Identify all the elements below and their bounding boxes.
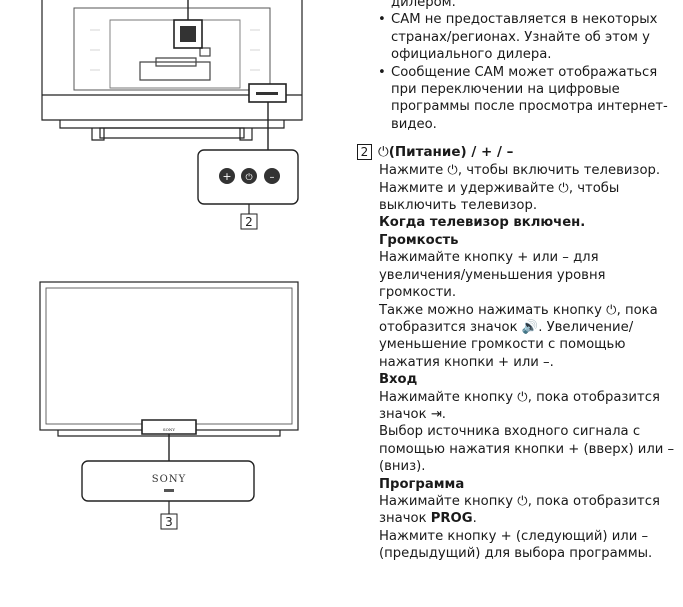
- cam-bullet-2-line: видео.: [391, 116, 437, 132]
- input-line: помощью нажатия кнопки + (вверх) или –: [379, 441, 675, 457]
- input-line: значок ⇥.: [379, 406, 446, 422]
- program-line: Нажимайте кнопку ⏻, пока отобразится: [379, 493, 660, 509]
- prog-label: PROG: [430, 511, 473, 527]
- volume-heading: Громкость: [379, 232, 459, 248]
- cam-bullet-1-line: официального дилера.: [391, 47, 552, 63]
- power-instruction-line: выключить телевизор.: [379, 198, 538, 214]
- volume-line: отобразится значок 🔊. Увеличение/: [379, 319, 634, 335]
- program-line: значок PROG.: [379, 510, 677, 527]
- power-button-icon: [241, 168, 257, 184]
- volume-line: нажатия кнопки + или –.: [379, 354, 554, 370]
- minus-button-icon: [264, 168, 280, 184]
- program-heading: Программа: [379, 476, 465, 492]
- bullet-dot: •: [378, 64, 386, 80]
- button-panel-callout: + ⏻ – 2: [197, 149, 299, 230]
- plus-button-icon: [219, 168, 235, 184]
- input-line: Выбор источника входного сигнала с: [379, 424, 641, 440]
- cam-bullet-2-line: Сообщение CAM может отображаться: [391, 64, 658, 80]
- section-heading: 2 ⏻ (Питание) / + / –: [357, 142, 677, 162]
- power-instruction-line: Нажмите и удерживайте ⏻, чтобы: [379, 180, 620, 196]
- section-body: Нажмите ⏻, чтобы включить телевизор. Наж…: [357, 162, 677, 562]
- when-on-heading: Когда телевизор включен.: [379, 215, 586, 231]
- cam-bullet-1: • CAM не предоставляется в некоторых стр…: [357, 11, 677, 63]
- volume-line: уменьшение громкости с помощью: [379, 337, 626, 353]
- cam-bullet-2-line: при переключении на цифровые: [391, 82, 620, 98]
- svg-text:–: –: [270, 172, 275, 183]
- program-line-part: значок: [379, 511, 431, 527]
- cam-bullet-2: • Сообщение CAM может отображаться при п…: [357, 64, 677, 134]
- section-title: (Питание) / + / –: [388, 143, 514, 160]
- power-instruction-line: Нажмите ⏻, чтобы включить телевизор.: [379, 163, 661, 179]
- program-line: Нажмите кнопку + (следующий) или –: [379, 528, 649, 544]
- tv-front-view: SONY: [39, 281, 299, 461]
- volume-line: Также можно нажимать кнопку ⏻, пока: [379, 302, 658, 318]
- cam-bullet-1-line: CAM не предоставляется в некоторых: [391, 12, 658, 28]
- program-line-part: .: [472, 511, 477, 527]
- tv-bezel-logo: SONY: [163, 427, 176, 432]
- callout-label-2: 2: [245, 215, 253, 229]
- volume-line: громкости.: [379, 285, 457, 301]
- program-line: (предыдущий) для выбора программы.: [379, 546, 653, 562]
- callout-label-3: 3: [165, 515, 173, 529]
- volume-line: увеличения/уменьшения уровня: [379, 267, 606, 283]
- cam-bullet-2-line: программы после просмотра интернет-: [391, 99, 668, 115]
- input-heading: Вход: [379, 372, 418, 388]
- input-line: Нажимайте кнопку ⏻, пока отобразится: [379, 389, 660, 405]
- section-number: 2: [357, 144, 372, 161]
- tv-buttons-illustration: + ⏻ – 2 SONY SONY 3: [39, 0, 303, 530]
- instruction-text: дилером. • CAM не предоставляется в неко…: [357, 0, 677, 563]
- power-icon: ⏻: [378, 143, 389, 160]
- cam-line-0: дилером.: [391, 0, 456, 10]
- input-line: (вниз).: [379, 459, 426, 475]
- cam-bullet-1-line: странах/регионах. Узнайте об этом у: [391, 29, 650, 45]
- svg-text:+: +: [222, 170, 231, 183]
- svg-text:⏻: ⏻: [245, 172, 252, 183]
- volume-line: Нажимайте кнопку + или – для: [379, 250, 599, 266]
- sony-logo: SONY: [152, 474, 186, 485]
- bullet-dot: •: [378, 12, 386, 28]
- tv-rear-view: [41, 0, 303, 150]
- logo-callout: SONY 3: [81, 460, 255, 530]
